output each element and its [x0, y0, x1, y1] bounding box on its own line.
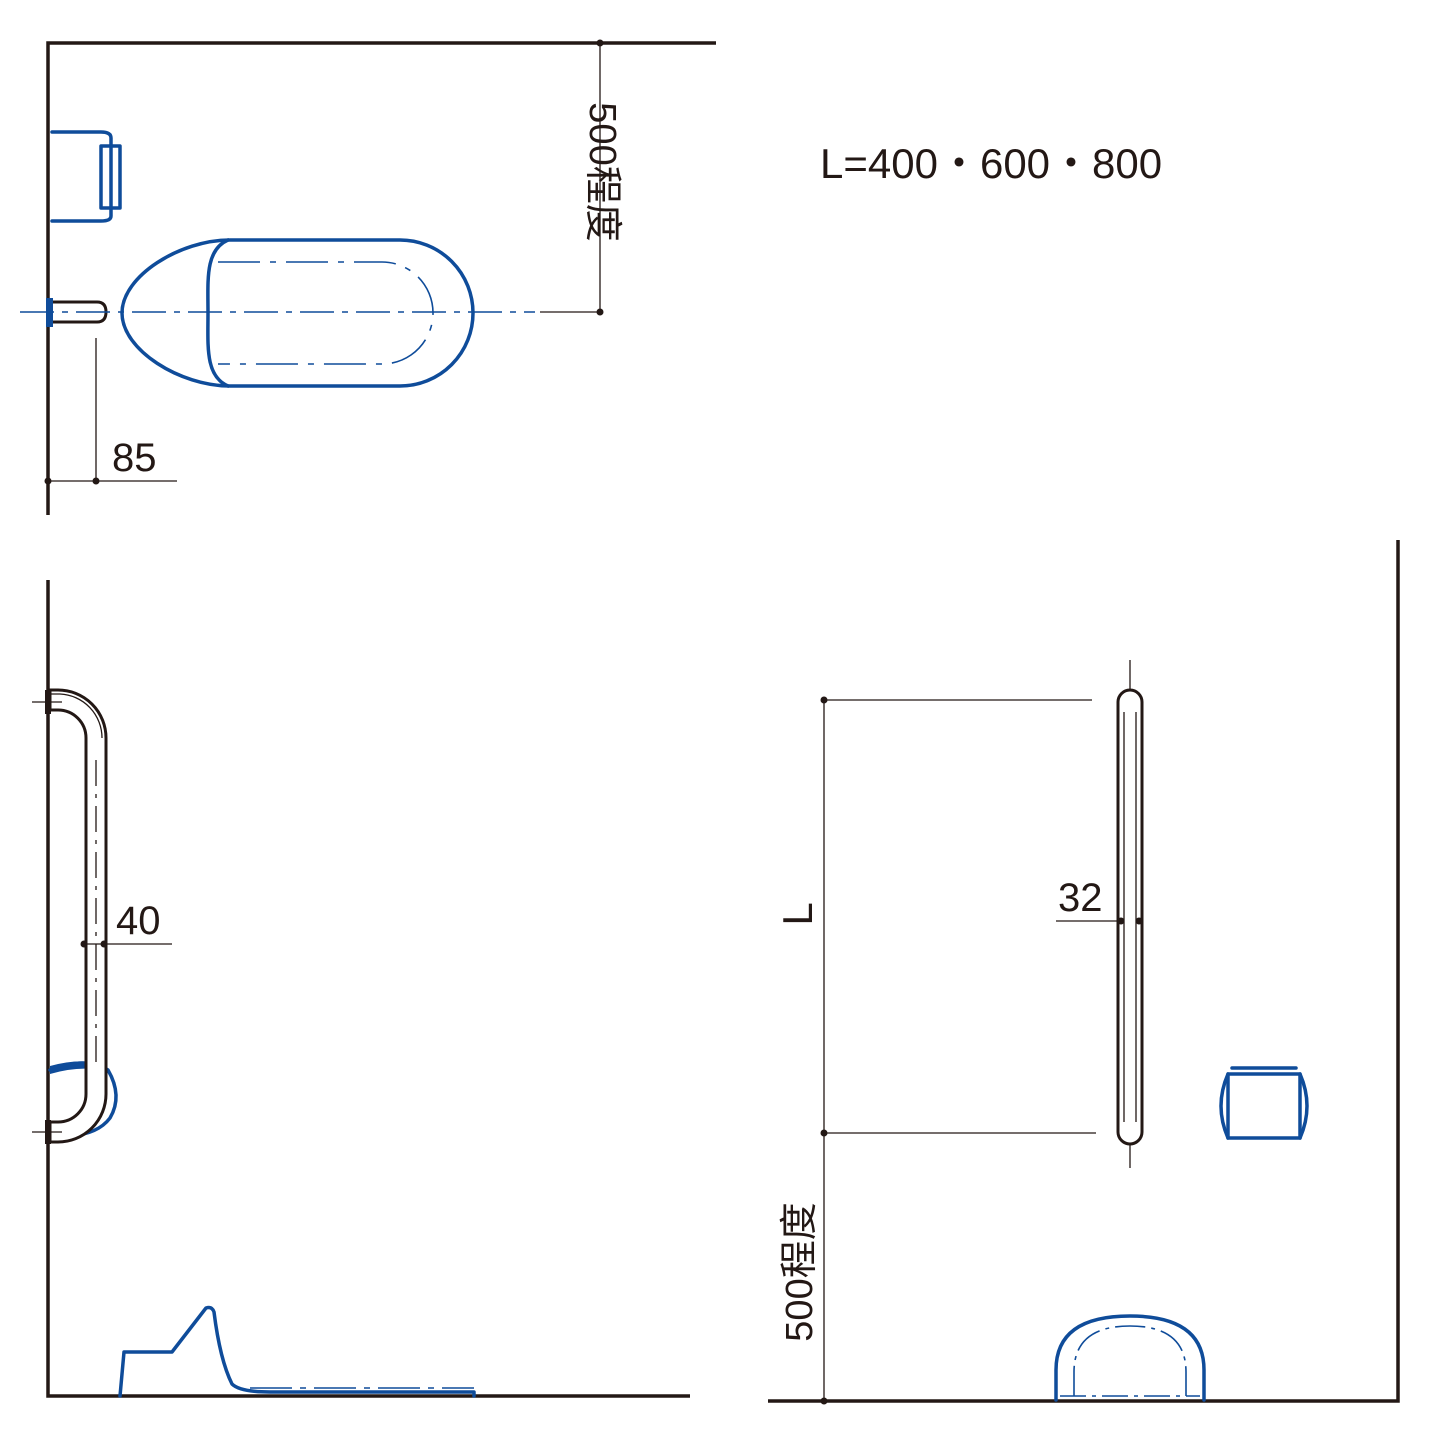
- front-wall-outline: [768, 540, 1400, 1403]
- plan-depth-dimension: 500程度: [540, 39, 623, 316]
- plan-depth-label: 500程度: [581, 102, 623, 241]
- grab-bar-front: 32: [1056, 660, 1144, 1168]
- plan-offset-dimension: 85: [44, 338, 177, 485]
- bar-diameter-label: 32: [1058, 876, 1103, 920]
- side-wall-outline: [46, 580, 690, 1398]
- side-projection-dimension: 40: [80, 899, 172, 948]
- bar-length-dimension: L 500程度: [774, 696, 1096, 1405]
- grab-bar-side: [32, 688, 108, 1144]
- paper-holder-front: [1219, 1066, 1309, 1140]
- urinal-front: [1054, 1314, 1206, 1402]
- plan-offset-label: 85: [112, 436, 157, 480]
- plan-wall-outline: [46, 41, 716, 515]
- urinal-side: [118, 1305, 476, 1398]
- front-view: 32 L 500程度: [768, 540, 1400, 1405]
- side-view: 40: [32, 580, 690, 1398]
- side-projection-label: 40: [116, 899, 161, 943]
- paper-holder-plan: [50, 130, 122, 223]
- floor-height-label: 500程度: [779, 1202, 821, 1341]
- length-note: L=400・600・800: [820, 140, 1162, 187]
- urinal-plan: [120, 238, 475, 388]
- plan-view: 500程度 85: [20, 39, 716, 515]
- bar-length-label: L: [774, 902, 821, 925]
